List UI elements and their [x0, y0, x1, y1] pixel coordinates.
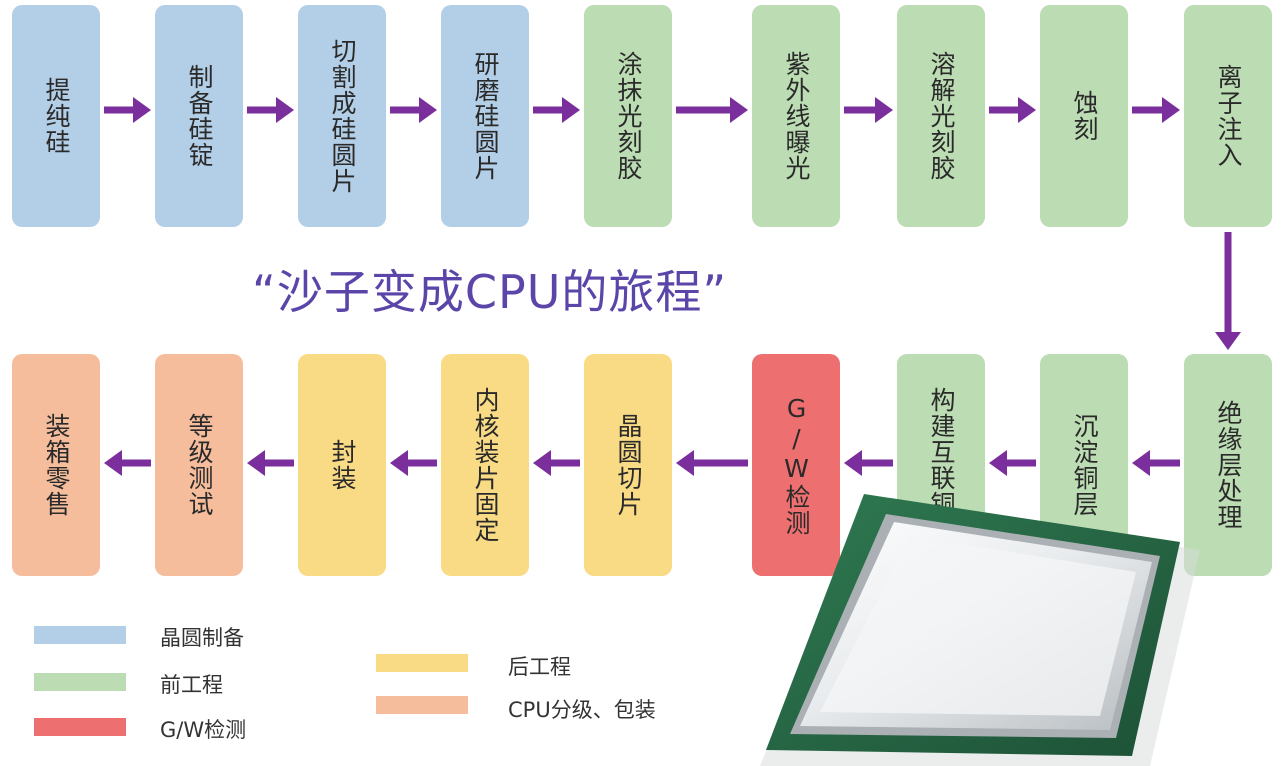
step-box: 涂抹光刻胶 [584, 5, 672, 227]
step-label: 涂抹光刻胶 [614, 51, 643, 181]
step-label: 封装 [328, 439, 357, 491]
flow-arrow-head [104, 450, 122, 476]
step-label: 制备硅锭 [185, 64, 214, 168]
step-label: 切割成硅圆片 [328, 38, 357, 194]
flow-arrow-head [875, 97, 893, 123]
legend-label: CPU分级、包装 [508, 698, 656, 722]
step-box: 研磨硅圆片 [441, 5, 529, 227]
flow-arrow-head [533, 450, 551, 476]
legend-swatch-front-end [34, 673, 126, 691]
legend-swatch-packaging [376, 696, 468, 714]
legend-swatch-wafer [34, 626, 126, 644]
step-box: 制备硅锭 [155, 5, 243, 227]
step-box: 晶圆切片 [584, 354, 672, 576]
flow-arrow-head [419, 97, 437, 123]
flow-arrow-head [247, 450, 265, 476]
legend-swatch-gw-test [34, 718, 126, 736]
step-label: 等级测试 [185, 413, 214, 517]
legend-label: G/W检测 [160, 718, 247, 742]
step-label: 晶圆切片 [614, 413, 643, 517]
step-box: 封装 [298, 354, 386, 576]
flow-arrow-head [133, 97, 151, 123]
step-label: 蚀刻 [1070, 90, 1099, 142]
flow-arrow-head [676, 450, 694, 476]
legend-label: 后工程 [508, 655, 571, 679]
flow-arrow-head [1132, 450, 1150, 476]
step-box: 绝缘层处理 [1184, 354, 1272, 576]
flow-arrow-head [562, 97, 580, 123]
step-box: 紫外线曝光 [752, 5, 840, 227]
step-box: 提纯硅 [12, 5, 100, 227]
step-label: 溶解光刻胶 [927, 51, 956, 181]
step-label: 离子注入 [1214, 64, 1243, 168]
diagram-title: “沙子变成CPU的旅程” [252, 265, 728, 319]
flow-arrow-head [390, 450, 408, 476]
step-label: 沉淀铜层 [1070, 413, 1099, 517]
step-label: 内核装片固定 [471, 387, 500, 543]
flow-arrows [104, 97, 1241, 476]
flow-arrow-head [1018, 97, 1036, 123]
step-box: G/W检测 [752, 354, 840, 576]
step-box: 溶解光刻胶 [897, 5, 985, 227]
step-label: 装箱零售 [42, 413, 71, 517]
step-label: 绝缘层处理 [1214, 400, 1243, 530]
step-box: 切割成硅圆片 [298, 5, 386, 227]
cpu-chip-illustration [760, 494, 1200, 766]
flow-arrow-head [844, 450, 862, 476]
step-label: 提纯硅 [42, 77, 71, 155]
step-label: 研磨硅圆片 [471, 51, 500, 181]
flow-arrow-head [1162, 97, 1180, 123]
flow-arrow-head [730, 97, 748, 123]
step-box: 离子注入 [1184, 5, 1272, 227]
step-label: G/W检测 [782, 394, 811, 536]
legend-label: 晶圆制备 [160, 626, 244, 650]
flow-arrow-head [989, 450, 1007, 476]
step-box: 等级测试 [155, 354, 243, 576]
flow-arrow-down-head [1215, 332, 1241, 350]
legend-label: 前工程 [160, 673, 223, 697]
step-label: 紫外线曝光 [782, 51, 811, 181]
step-box: 装箱零售 [12, 354, 100, 576]
step-box: 内核装片固定 [441, 354, 529, 576]
flow-arrow-head [276, 97, 294, 123]
legend-swatch-back-end [376, 654, 468, 672]
step-box: 蚀刻 [1040, 5, 1128, 227]
